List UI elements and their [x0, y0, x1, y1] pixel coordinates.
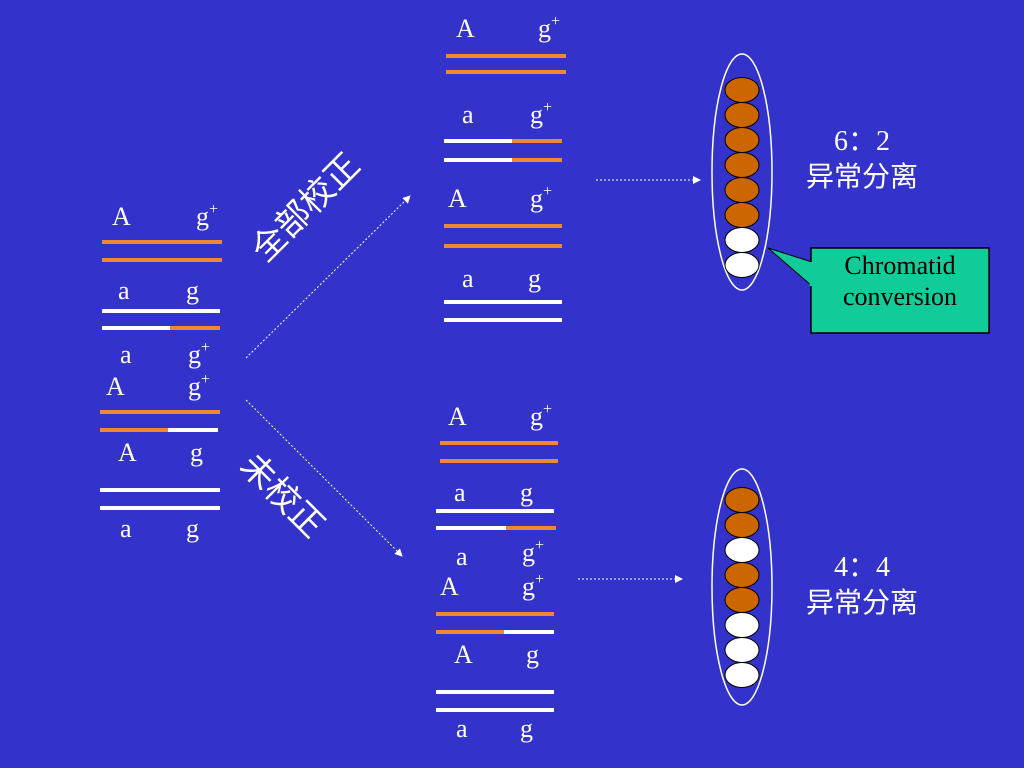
strand-orange — [512, 158, 562, 162]
strand-white — [436, 526, 506, 530]
allele-label: a — [462, 264, 474, 293]
strand-orange — [436, 612, 554, 616]
strand-orange — [102, 258, 222, 262]
strand-white — [444, 318, 562, 322]
spore-orange — [724, 77, 760, 103]
allele-label: a — [456, 542, 468, 571]
strand-orange — [440, 459, 558, 463]
strand-orange — [440, 441, 558, 445]
allele-label: g+ — [522, 537, 545, 567]
callout-text: Chromatid conversion — [812, 250, 988, 312]
spore-orange — [724, 202, 760, 228]
allele-label: A — [448, 402, 467, 431]
allele-label: A — [440, 572, 459, 601]
allele-label: a — [456, 714, 468, 743]
spore-white — [724, 612, 760, 638]
spore-white — [724, 637, 760, 663]
strand-white — [444, 139, 512, 143]
spore-orange — [724, 177, 760, 203]
allele-label: g+ — [188, 371, 211, 401]
arrow-no-correction — [245, 399, 403, 557]
allele-label: A — [112, 202, 131, 231]
ascus-outline — [711, 53, 773, 291]
callout-line: Chromatid — [844, 251, 956, 280]
allele-label: a — [120, 340, 132, 369]
allele-label: g+ — [530, 401, 553, 431]
allele-label: a — [454, 478, 466, 507]
strand-orange — [102, 240, 222, 244]
allele-label: g — [528, 264, 541, 293]
allele-label: a — [118, 276, 130, 305]
upper-ascus — [711, 53, 773, 291]
strand-white — [436, 690, 554, 694]
strand-white — [436, 509, 554, 513]
allele-label: g+ — [522, 571, 545, 601]
allele-label: g — [520, 714, 533, 743]
strand-white — [444, 158, 512, 162]
callout-line: conversion — [842, 282, 958, 312]
result-text: 异常分离 — [805, 160, 918, 193]
spore-white — [724, 537, 760, 563]
strand-orange — [512, 139, 562, 143]
ascus-outline — [711, 468, 773, 706]
strand-orange — [446, 54, 566, 58]
spore-orange — [724, 152, 760, 178]
lower-result: 4：4 异常分离 — [782, 550, 942, 620]
spore-orange — [724, 102, 760, 128]
spore-orange — [724, 562, 760, 588]
spore-orange — [724, 127, 760, 153]
allele-label: A — [448, 184, 467, 213]
allele-label: g — [186, 276, 199, 305]
allele-label: A — [106, 372, 125, 401]
result-text: 异常分离 — [805, 586, 918, 619]
allele-label: A — [454, 640, 473, 669]
allele-label: g — [186, 514, 199, 543]
allele-label: g+ — [530, 183, 553, 213]
allele-label: g — [520, 478, 533, 507]
arrow-full-correction — [245, 195, 411, 359]
result-ratio: 6：2 — [833, 126, 890, 157]
allele-label: g+ — [530, 99, 553, 129]
upper-result: 6：2 异常分离 — [782, 124, 942, 194]
strand-white — [444, 300, 562, 304]
strand-white — [100, 488, 220, 492]
strand-orange — [444, 244, 562, 248]
strand-white — [102, 326, 170, 330]
allele-label: A — [456, 14, 475, 43]
strand-white — [100, 506, 220, 510]
strand-white — [102, 309, 220, 313]
result-ratio: 4：4 — [833, 552, 890, 583]
allele-label: g+ — [188, 339, 211, 369]
strand-orange — [446, 70, 566, 74]
spore-orange — [724, 487, 760, 513]
strand-orange — [444, 224, 562, 228]
strand-orange — [436, 630, 504, 634]
strand-orange — [170, 326, 220, 330]
spore-white — [724, 252, 760, 278]
spore-white — [724, 662, 760, 688]
allele-label: A — [118, 438, 137, 467]
strand-white — [436, 708, 554, 712]
strand-white — [168, 428, 218, 432]
lower-ascus — [711, 468, 773, 706]
callout-box — [810, 247, 990, 334]
spore-orange — [724, 587, 760, 613]
strand-orange — [100, 410, 220, 414]
spore-orange — [724, 512, 760, 538]
strand-orange — [506, 526, 556, 530]
allele-label: g+ — [196, 201, 219, 231]
spore-white — [724, 227, 760, 253]
allele-label: a — [120, 514, 132, 543]
callout-pointer — [767, 247, 813, 288]
allele-label: a — [462, 100, 474, 129]
allele-label: g+ — [538, 13, 561, 43]
allele-label: g — [190, 438, 203, 467]
strand-white — [504, 630, 554, 634]
strand-orange — [100, 428, 168, 432]
allele-label: g — [526, 640, 539, 669]
